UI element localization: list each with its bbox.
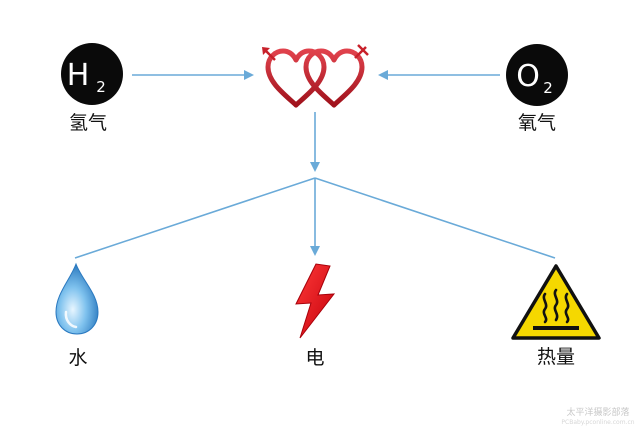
- water-node: 水: [55, 262, 99, 369]
- heat-node: 热量: [511, 264, 601, 368]
- hearts-gender-icon: [262, 44, 369, 108]
- heat-waves: [542, 288, 570, 324]
- hydrogen-symbol: H: [67, 58, 90, 93]
- oxygen-label: 氧气: [518, 112, 556, 134]
- hydrogen-label: 氢气: [69, 112, 107, 134]
- electricity-label: 电: [305, 347, 324, 369]
- connector-lines: [74, 70, 556, 259]
- oxygen-subscript: 2: [543, 79, 553, 97]
- heat-label: 热量: [537, 346, 575, 368]
- watermark: 太平洋摄影部落 PCBaby.pconline.com.cn: [561, 406, 634, 426]
- lightning-bolt-icon: [295, 263, 336, 339]
- hydrogen-circle: [61, 43, 123, 105]
- oxygen-node: O 2 氧气: [506, 44, 568, 134]
- water-drop-icon: [55, 262, 99, 335]
- branch-to-water: [74, 177, 316, 259]
- watermark-text: 太平洋摄影部落: [566, 406, 629, 418]
- oxygen-symbol: O: [516, 59, 540, 94]
- oxygen-circle: [506, 44, 568, 106]
- water-label: 水: [68, 347, 87, 369]
- hydrogen-subscript: 2: [96, 78, 106, 96]
- watermark-subtext: PCBaby.pconline.com.cn: [561, 419, 634, 426]
- electricity-node: 电: [295, 263, 336, 369]
- branch-to-heat: [314, 177, 556, 259]
- hydrogen-node: H 2 氢气: [61, 43, 123, 134]
